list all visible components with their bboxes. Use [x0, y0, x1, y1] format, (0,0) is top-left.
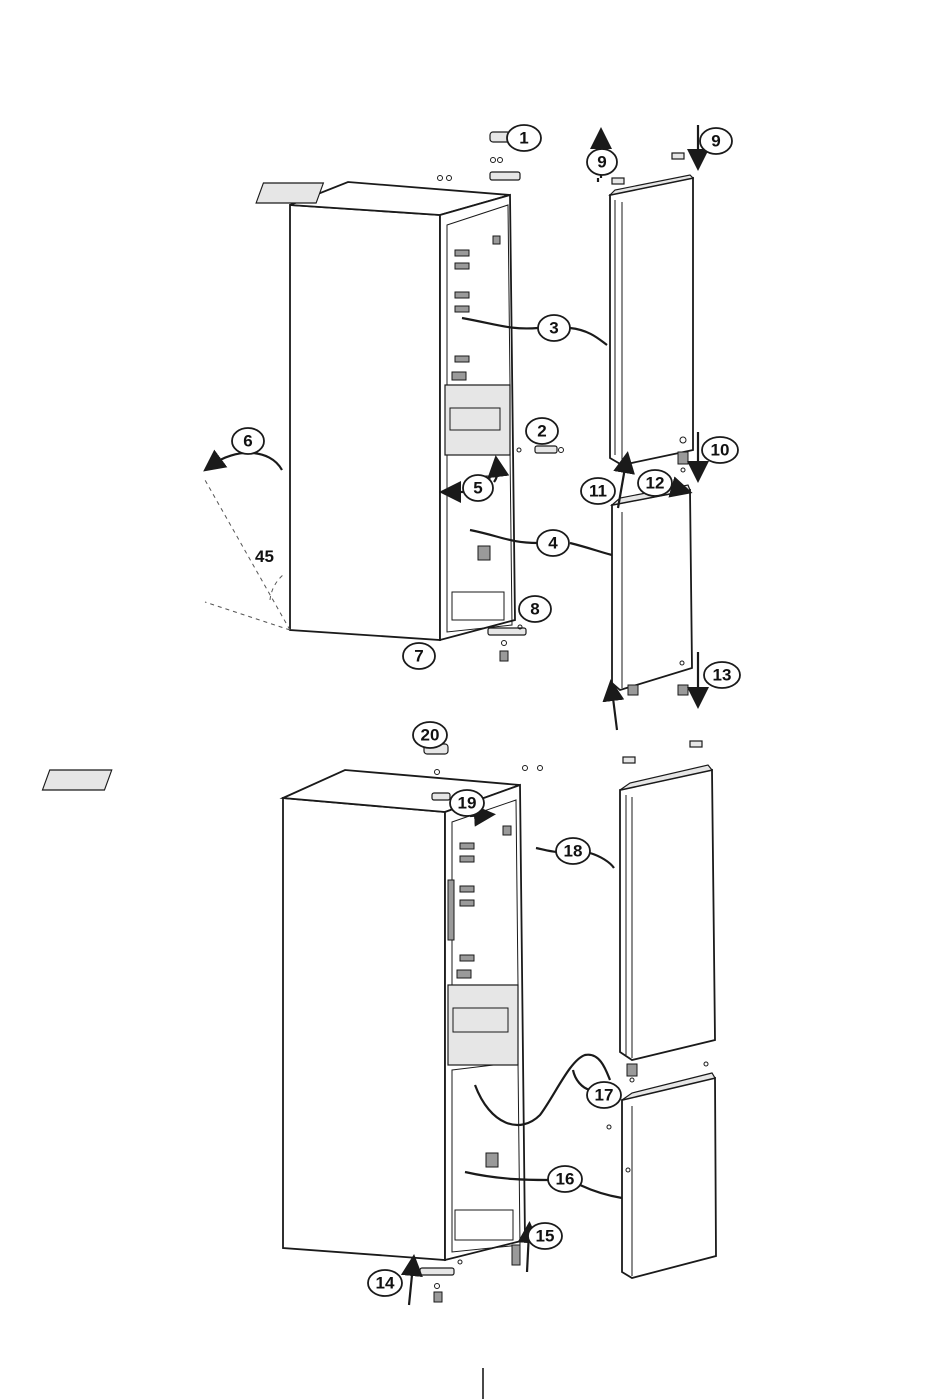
- callout-15: 15: [528, 1223, 562, 1249]
- fridge-cabinet-top: [256, 182, 515, 640]
- callout-12-label: 12: [646, 474, 665, 493]
- callout-12: 12: [638, 470, 672, 496]
- lower-door-top: [612, 485, 692, 695]
- callout-10: 10: [702, 437, 738, 463]
- callout-8: 8: [519, 596, 551, 622]
- callout-9a-label: 9: [597, 153, 606, 172]
- callout-20-label: 20: [421, 726, 440, 745]
- lower-door-bottom: [607, 1073, 716, 1278]
- callout-9-right: 9: [700, 128, 732, 154]
- callout-5: 5: [463, 475, 493, 501]
- callout-18-label: 18: [564, 842, 583, 861]
- callout-18: 18: [556, 838, 590, 864]
- callout-14-label: 14: [376, 1274, 395, 1293]
- callout-7: 7: [403, 643, 435, 669]
- callout-17: 17: [587, 1082, 621, 1108]
- callout-17-label: 17: [595, 1086, 614, 1105]
- callout-6: 6: [232, 428, 264, 454]
- upper-door-bottom: [620, 741, 715, 1082]
- callout-4-label: 4: [548, 534, 558, 553]
- callout-4: 4: [537, 530, 569, 556]
- callout-1: 1: [507, 125, 541, 151]
- callout-6-label: 6: [243, 432, 252, 451]
- callout-2: 2: [526, 418, 558, 444]
- bottom-hinge-top: [488, 625, 526, 661]
- fridge-cabinet-bottom: [42, 770, 525, 1260]
- callout-19: 19: [450, 790, 484, 816]
- callout-13: 13: [704, 662, 740, 688]
- callout-8-label: 8: [530, 600, 539, 619]
- callout-16: 16: [548, 1166, 582, 1192]
- callout-2-label: 2: [537, 422, 546, 441]
- callout-7-label: 7: [414, 647, 423, 666]
- callout-5-label: 5: [473, 479, 482, 498]
- callout-13-label: 13: [713, 666, 732, 685]
- callout-19-label: 19: [458, 794, 477, 813]
- callout-3: 3: [538, 315, 570, 341]
- callout-9b-label: 9: [711, 132, 720, 151]
- callout-11: 11: [581, 478, 615, 504]
- upper-door-top: [610, 153, 693, 472]
- callout-14: 14: [368, 1270, 402, 1296]
- callout-3-label: 3: [549, 319, 558, 338]
- callout-10-label: 10: [711, 441, 730, 460]
- middle-hinge: [517, 446, 564, 453]
- callout-1-label: 1: [519, 129, 528, 148]
- callout-16-label: 16: [556, 1170, 575, 1189]
- callout-11-label: 11: [589, 482, 607, 501]
- callout-15-label: 15: [536, 1227, 555, 1246]
- callout-20: 20: [413, 722, 447, 748]
- door-angle-guide: [205, 453, 290, 630]
- callout-9-left: 9: [587, 149, 617, 175]
- angle-label: 45: [255, 547, 274, 566]
